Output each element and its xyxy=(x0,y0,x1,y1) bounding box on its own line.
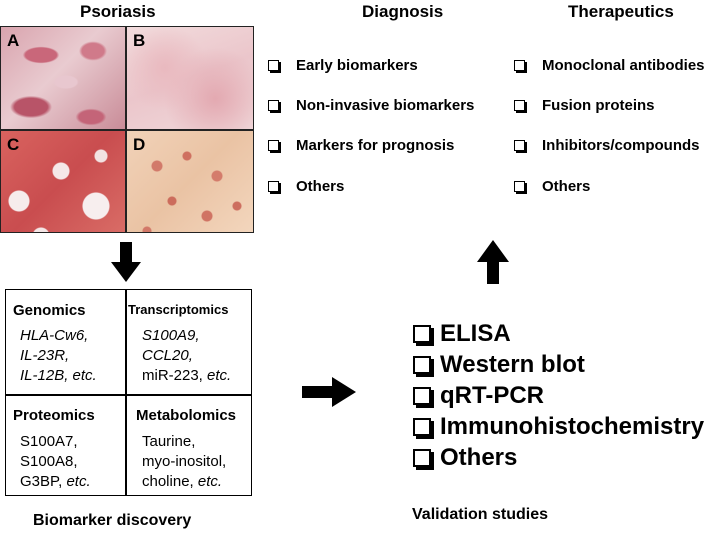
proteomics-line: G3BP, etc. xyxy=(20,473,91,490)
diagnosis-item: Markers for prognosis xyxy=(268,137,454,154)
diagnosis-item-label: Others xyxy=(296,178,345,195)
therapeutics-item: Inhibitors/compounds xyxy=(514,137,700,154)
validation-item: Immunohistochemistry xyxy=(413,413,704,441)
checkbox-icon xyxy=(268,60,279,71)
checkbox-icon xyxy=(413,418,431,436)
photo-label-c: C xyxy=(7,135,20,154)
metabolomics-choline: choline, xyxy=(142,473,194,490)
psoriasis-header: Psoriasis xyxy=(80,2,156,21)
photo-label-a: A xyxy=(7,31,20,50)
diagnosis-header: Diagnosis xyxy=(362,2,444,21)
transcriptomics-etc: etc. xyxy=(207,367,232,384)
checkbox-icon xyxy=(514,181,525,192)
checkbox-icon xyxy=(413,325,431,343)
proteomics-etc: etc. xyxy=(66,473,91,490)
therapeutics-item-label: Fusion proteins xyxy=(542,97,655,114)
checkbox-icon xyxy=(514,100,525,111)
grid-divider-horizontal xyxy=(5,394,252,396)
checkbox-icon xyxy=(514,60,525,71)
transcriptomics-title: Transcriptomics xyxy=(128,302,229,317)
validation-item: Western blot xyxy=(413,351,585,379)
therapeutics-header: Therapeutics xyxy=(568,2,674,21)
metabolomics-line: choline, etc. xyxy=(142,473,222,490)
validation-item-label: ELISA xyxy=(440,320,511,347)
diagnosis-item-label: Non-invasive biomarkers xyxy=(296,97,475,114)
proteomics-line: S100A8, xyxy=(20,453,78,470)
proteomics-line: S100A7, xyxy=(20,433,78,450)
arrow-right-icon xyxy=(302,377,356,407)
checkbox-icon xyxy=(413,387,431,405)
diagnosis-item-label: Early biomarkers xyxy=(296,57,418,74)
transcriptomics-line: S100A9, xyxy=(142,327,200,344)
transcriptomics-mirna: miR-223, xyxy=(142,367,203,384)
proteomics-g3bp: G3BP, xyxy=(20,473,63,490)
transcriptomics-line: CCL20, xyxy=(142,347,193,364)
diagnosis-item: Others xyxy=(268,178,344,195)
validation-item: ELISA xyxy=(413,320,511,348)
therapeutics-item: Others xyxy=(514,178,590,195)
therapeutics-item: Fusion proteins xyxy=(514,97,655,114)
checkbox-icon xyxy=(268,181,279,192)
genomics-line: IL-12B, etc. xyxy=(20,367,97,384)
validation-item-label: qRT-PCR xyxy=(440,382,544,409)
validation-item: Others xyxy=(413,444,517,472)
proteomics-title: Proteomics xyxy=(13,407,95,424)
genomics-line: HLA-Cw6, xyxy=(20,327,89,344)
grid-divider-vertical xyxy=(125,289,127,496)
photo-a: A xyxy=(0,26,126,130)
validation-item: qRT-PCR xyxy=(413,382,544,410)
validation-item-label: Others xyxy=(440,444,518,471)
photo-c: C xyxy=(0,130,126,233)
validation-item-label: Immunohistochemistry xyxy=(440,413,705,440)
validation-studies-label: Validation studies xyxy=(412,506,549,523)
diagnosis-item: Non-invasive biomarkers xyxy=(268,97,474,114)
photo-d: D xyxy=(126,130,254,233)
photo-label-b: B xyxy=(133,31,146,50)
validation-item-label: Western blot xyxy=(440,351,585,378)
checkbox-icon xyxy=(268,140,279,151)
transcriptomics-line: miR-223, etc. xyxy=(142,367,231,384)
genomics-line: IL-23R, xyxy=(20,347,70,364)
photo-b: B xyxy=(126,26,254,130)
omics-grid xyxy=(5,289,252,496)
photo-label-d: D xyxy=(133,135,146,154)
checkbox-icon xyxy=(413,449,431,467)
biomarker-discovery-label: Biomarker discovery xyxy=(33,512,192,529)
metabolomics-etc: etc. xyxy=(197,473,223,490)
therapeutics-item-label: Inhibitors/compounds xyxy=(542,137,700,154)
metabolomics-title: Metabolomics xyxy=(136,407,237,424)
diagnosis-item-label: Markers for prognosis xyxy=(296,137,455,154)
checkbox-icon xyxy=(514,140,525,151)
arrow-down-icon xyxy=(111,242,141,282)
arrow-up-icon xyxy=(477,240,509,284)
therapeutics-item-label: Others xyxy=(542,178,591,195)
therapeutics-item: Monoclonal antibodies xyxy=(514,57,705,74)
checkbox-icon xyxy=(413,356,431,374)
metabolomics-line: myo-inositol, xyxy=(142,453,227,470)
checkbox-icon xyxy=(268,100,279,111)
diagnosis-item: Early biomarkers xyxy=(268,57,418,74)
genomics-title: Genomics xyxy=(13,302,86,319)
therapeutics-item-label: Monoclonal antibodies xyxy=(542,57,705,74)
metabolomics-line: Taurine, xyxy=(142,433,196,450)
